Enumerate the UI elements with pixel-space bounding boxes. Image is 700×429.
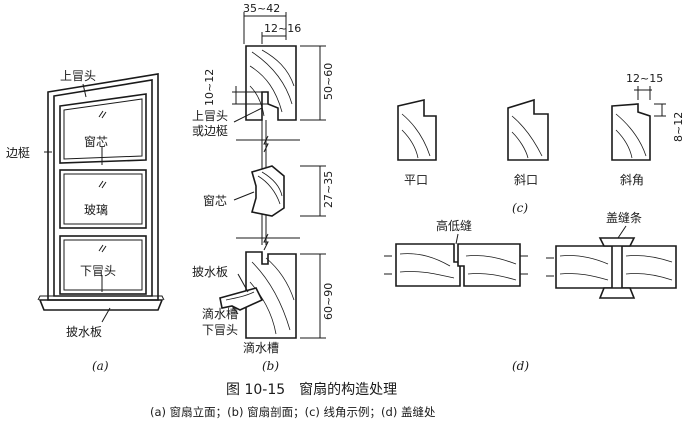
dim-left-top: 10~12: [203, 69, 216, 106]
label-bottom-rail-a: 下冒头: [80, 264, 116, 278]
dim-top-inner: 12~16: [264, 22, 301, 35]
label-chamfer-edge: 斜角: [620, 173, 644, 187]
joint-cover-drawings: [384, 225, 677, 299]
label-top-rail-or-stile-1: 上冒头: [192, 109, 228, 123]
dim-right-upper: 50~60: [322, 63, 335, 100]
label-glass: 玻璃: [84, 203, 108, 217]
dim-chamfer-vertical: 8~12: [672, 112, 685, 142]
label-drip-board-a: 披水板: [66, 325, 102, 339]
label-drip-groove: 滴水槽: [202, 306, 238, 321]
subfigure-label-b: (b): [262, 359, 279, 373]
sash-section-drawing: [219, 12, 326, 339]
label-top-rail-or-stile-2: 或边梃: [192, 123, 228, 138]
label-rebate-joint: 高低缝: [436, 218, 472, 233]
label-drip-groove-bottom: 滴水槽: [243, 340, 279, 355]
subfigure-label-c: (c): [512, 201, 528, 215]
label-flat-edge: 平口: [404, 173, 428, 187]
dim-top-total: 35~42: [243, 2, 280, 15]
edge-profile-drawings: [397, 86, 666, 161]
dim-right-mid: 27~35: [322, 171, 335, 208]
sash-elevation-drawing: [37, 73, 165, 323]
label-bevel-edge: 斜口: [514, 173, 538, 187]
label-top-rail: 上冒头: [60, 69, 96, 83]
label-mullion-b: 窗芯: [203, 194, 227, 208]
dim-chamfer-horizontal: 12~15: [626, 72, 663, 85]
label-bottom-rail-b: 下冒头: [202, 323, 238, 337]
label-drip-board-b: 披水板: [192, 265, 228, 279]
label-mullion-a: 窗芯: [84, 135, 108, 149]
figure-caption-subtitle: (a) 窗扇立面；(b) 窗扇剖面；(c) 线角示例；(d) 盖缝处: [150, 405, 436, 419]
dim-right-lower: 60~90: [322, 283, 335, 320]
figure-caption-title: 图 10-15 窗扇的构造处理: [226, 381, 397, 398]
label-stile: 边梃: [6, 145, 30, 160]
label-cover-strip: 盖缝条: [606, 210, 642, 225]
subfigure-label-d: (d): [512, 359, 529, 373]
subfigure-label-a: (a): [92, 359, 109, 373]
